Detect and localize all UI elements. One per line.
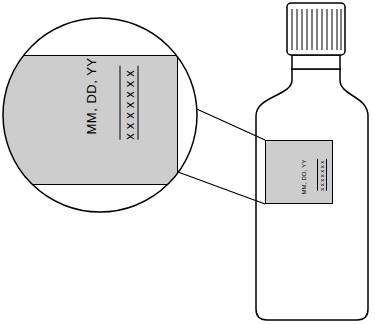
bottle-cap <box>287 3 345 55</box>
lot-code: xxxxxxx <box>317 159 327 191</box>
bottle-body <box>256 69 368 320</box>
cap-ribs <box>292 9 341 50</box>
bottle-neck <box>292 55 340 69</box>
cap-rib <box>332 9 333 50</box>
magnifier-outline <box>3 18 197 212</box>
cap-rib <box>337 9 338 50</box>
cap-rib <box>341 9 342 50</box>
cap-rib <box>292 9 293 50</box>
connector-group <box>178 101 265 205</box>
callout-wedge <box>178 101 265 205</box>
cap-rib <box>307 9 308 50</box>
lot-code: xxxxxxx <box>120 66 139 140</box>
magnified-label: MM, DD, YY xxxxxxx <box>0 55 178 185</box>
date-code: MM, DD, YY <box>85 58 98 135</box>
date-code: MM, DD, YY <box>301 159 307 194</box>
cap-rib <box>297 9 298 50</box>
cap-rib <box>322 9 323 50</box>
cap-rib <box>317 9 318 50</box>
cap-rib <box>302 9 303 50</box>
bottle-label: MM, DD, YY xxxxxxx <box>265 140 333 204</box>
cap-rib <box>312 9 313 50</box>
cap-rib <box>327 9 328 50</box>
